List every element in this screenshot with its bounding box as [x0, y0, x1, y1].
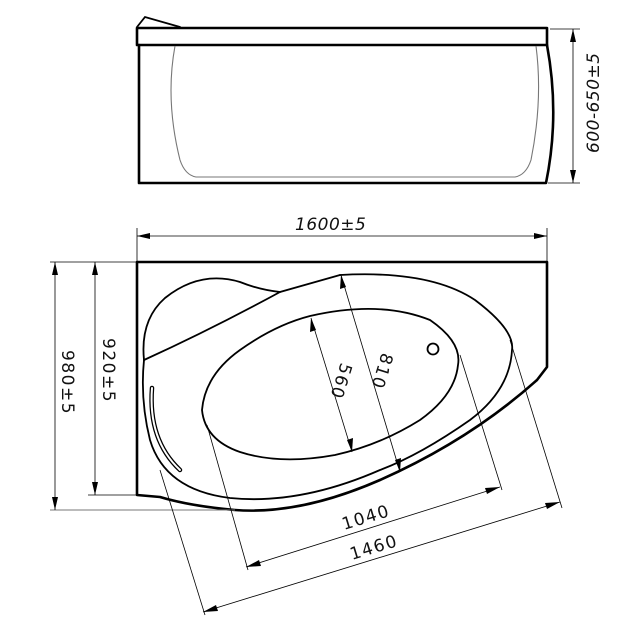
tub-body-outline: [137, 43, 555, 185]
depth-outer-dimension-label: 980±5: [57, 350, 77, 415]
bowl-inner-width-dimension-line: [310, 317, 353, 453]
bowl-inner-length-label: 1040: [340, 501, 393, 535]
apron-contour: [170, 45, 540, 178]
headrest-profile: [136, 15, 181, 28]
bowl-inner-length-dimension-line: [245, 486, 501, 568]
side-elevation-view: 600-650±5: [135, 15, 604, 185]
bowl-outer-rim: [141, 273, 514, 501]
bowl-outer-length-dimension-line: [202, 501, 561, 613]
bowl-outer-length-label: 1460: [348, 531, 401, 565]
headrest-outline: [142, 277, 281, 361]
width-dimension-label: 1600±5: [295, 215, 366, 235]
tub-rim: [135, 26, 549, 47]
tub-outer-outline: [135, 260, 549, 512]
height-dimension-label: 600-650±5: [584, 52, 604, 153]
plan-view: 1600±5 980±5 920±5 560: [50, 215, 563, 616]
bowl-outer-width-label: 810: [366, 351, 396, 392]
bowl-inner-basin: [201, 308, 460, 461]
rim-inner-edge: [143, 274, 341, 361]
depth-inner-dimension-label: 920±5: [98, 338, 118, 403]
drain-icon: [426, 342, 440, 356]
bowl-outer-width-dimension-line: [340, 274, 401, 473]
